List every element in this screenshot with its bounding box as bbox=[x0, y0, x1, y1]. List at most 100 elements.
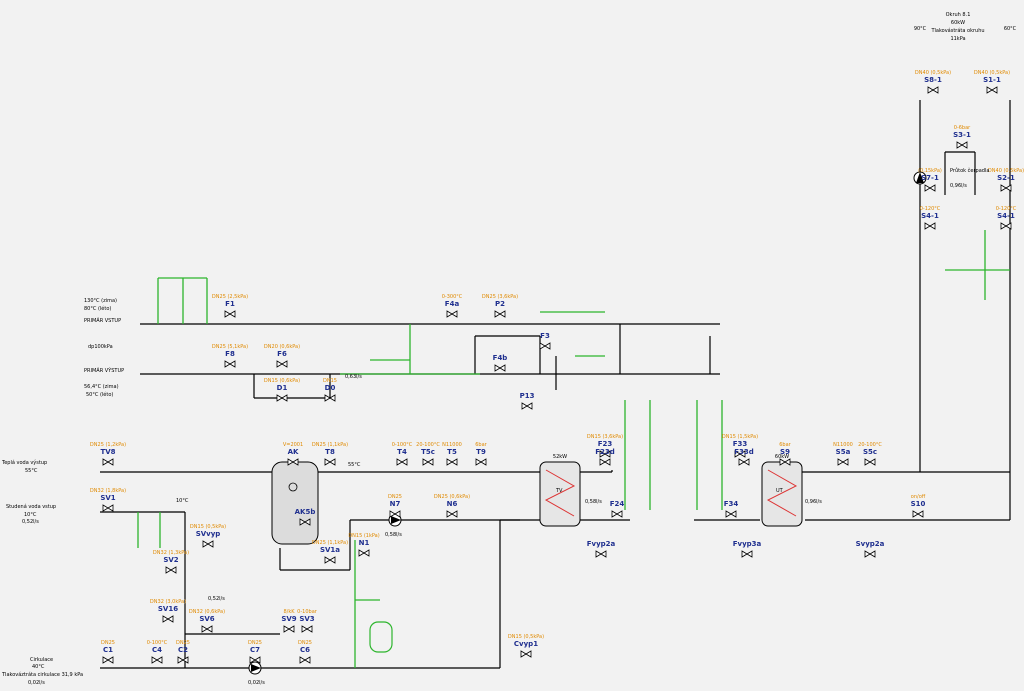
valve-glyph bbox=[276, 360, 288, 368]
primary-temp-summer: 80°C (léto) bbox=[84, 305, 111, 312]
component-spec: N11000 bbox=[442, 442, 462, 448]
component-spec: DN40 (0,5kPa) bbox=[988, 168, 1024, 174]
valve-glyph bbox=[521, 402, 533, 410]
component-tag: C2 bbox=[178, 646, 188, 654]
pump-flow-value: 0,96l/s bbox=[950, 183, 967, 189]
component-spec: DN15 (0,5kPa) bbox=[190, 524, 226, 530]
component-tag: T5c bbox=[421, 448, 435, 456]
component-tag: N1 bbox=[359, 539, 370, 547]
primary-outlet: PRIMÁR VÝSTUP bbox=[84, 367, 124, 374]
valve-glyph bbox=[224, 360, 236, 368]
ut-power: 60kW bbox=[775, 454, 789, 460]
valve-glyph bbox=[599, 450, 611, 458]
component-spec: 0-100°C bbox=[392, 442, 413, 448]
heat-exchanger-tv bbox=[539, 461, 581, 527]
valve-glyph bbox=[864, 458, 876, 466]
valve-glyph bbox=[734, 450, 746, 458]
component-tag: Svyp2a bbox=[856, 540, 885, 548]
component-tag: SV6 bbox=[199, 615, 214, 623]
component-tag: C7 bbox=[250, 646, 260, 654]
circuit-loss: Tlakovástráta okruhu bbox=[930, 27, 984, 34]
valve-glyph bbox=[287, 458, 299, 466]
component-spec: 0-300°C bbox=[442, 294, 463, 300]
hot-water-temp: 55°C bbox=[25, 468, 38, 474]
circulation-label: Cirkulace bbox=[30, 657, 53, 663]
component-spec: DN25 bbox=[388, 494, 402, 500]
component-tag: S5a bbox=[836, 448, 851, 456]
tv-label: TV bbox=[555, 488, 563, 494]
valve-glyph bbox=[1000, 222, 1012, 230]
valve-glyph bbox=[725, 510, 737, 518]
component-spec: 20-100°C bbox=[416, 442, 440, 448]
circulation-loss: Tlakováztráta cirkulace 31,9 kPa bbox=[1, 671, 83, 678]
component-tag: S2-1 bbox=[997, 174, 1015, 182]
component-spec: DN25 (1,2kPa) bbox=[90, 442, 126, 448]
valve-glyph bbox=[151, 656, 163, 664]
component-tag: F34 bbox=[724, 500, 739, 508]
component-tag: T8 bbox=[325, 448, 335, 456]
pump-flow-label: Průtok čerpadla bbox=[950, 167, 989, 174]
valve-glyph bbox=[539, 342, 551, 350]
component-tag: SV2 bbox=[163, 556, 178, 564]
component-spec: DN20 (0,6kPa) bbox=[264, 344, 300, 350]
component-spec: DN32 (1,8kPa) bbox=[90, 488, 126, 494]
component-tag: Fvyp2a bbox=[587, 540, 616, 548]
valve-glyph bbox=[177, 656, 189, 664]
heat-exchanger-ut bbox=[761, 461, 803, 527]
component-spec: DN32 (3,0kPa) bbox=[150, 599, 186, 605]
valve-glyph bbox=[283, 625, 295, 633]
valve-glyph bbox=[202, 540, 214, 548]
secondary-pipes bbox=[137, 230, 1010, 668]
component-tag: D1 bbox=[277, 384, 288, 392]
cold-water-label: Studená voda vstup bbox=[6, 503, 56, 510]
valve-glyph bbox=[924, 222, 936, 230]
component-spec: 6bar bbox=[475, 442, 487, 448]
tuv-temp-mark: 55°C bbox=[348, 462, 361, 468]
valve-glyph bbox=[595, 550, 607, 558]
component-spec: 0-6bar bbox=[954, 125, 971, 131]
valve-glyph bbox=[837, 458, 849, 466]
component-spec: DN25 (5,1kPa) bbox=[212, 344, 248, 350]
component-tag: F4a bbox=[445, 300, 460, 308]
component-tag: T5 bbox=[447, 448, 457, 456]
valve-glyph bbox=[422, 458, 434, 466]
component-spec: 8/kK bbox=[283, 609, 295, 615]
valve-glyph bbox=[162, 615, 174, 623]
valve-glyph bbox=[102, 656, 114, 664]
valve-glyph bbox=[299, 518, 311, 526]
component-tag: S10 bbox=[911, 500, 926, 508]
valve-glyph bbox=[324, 458, 336, 466]
temp-supply: 90°C bbox=[914, 26, 927, 32]
component-spec: 20-100°C bbox=[858, 442, 882, 448]
component-spec: 0-120°C bbox=[996, 206, 1017, 212]
valve-glyph bbox=[389, 510, 401, 518]
component-tag: N7 bbox=[390, 500, 401, 508]
component-tag: S8-1 bbox=[924, 76, 942, 84]
valve-glyph bbox=[324, 394, 336, 402]
valve-glyph bbox=[224, 310, 236, 318]
component-spec: DN25 (1,1kPa) bbox=[312, 540, 348, 546]
valve-glyph bbox=[446, 458, 458, 466]
tv-power: 52kW bbox=[553, 454, 567, 460]
component-spec: DN25 (1,1kPa) bbox=[312, 442, 348, 448]
cold-temp-mark: 10°C bbox=[176, 498, 189, 504]
component-spec: DN32 (1,3kPa) bbox=[153, 550, 189, 556]
valve-glyph bbox=[599, 458, 611, 466]
component-tag: S7-1 bbox=[921, 174, 939, 182]
valve-glyph bbox=[494, 310, 506, 318]
component-tag: AK bbox=[288, 448, 299, 456]
component-spec: DN25 bbox=[248, 640, 262, 646]
component-spec: DN25 (2,5kPa) bbox=[212, 294, 248, 300]
valve-glyph bbox=[927, 86, 939, 94]
component-tag: S4-1 bbox=[997, 212, 1015, 220]
component-tag: C6 bbox=[300, 646, 310, 654]
valve-glyph bbox=[102, 504, 114, 512]
component-tag: SV16 bbox=[158, 605, 178, 613]
component-spec: on/off bbox=[911, 494, 926, 500]
component-spec: (0,15kPa) bbox=[918, 168, 942, 174]
valve-glyph bbox=[1000, 184, 1012, 192]
component-tag: F8 bbox=[225, 350, 235, 358]
component-tag: Cvyp1 bbox=[514, 640, 538, 648]
